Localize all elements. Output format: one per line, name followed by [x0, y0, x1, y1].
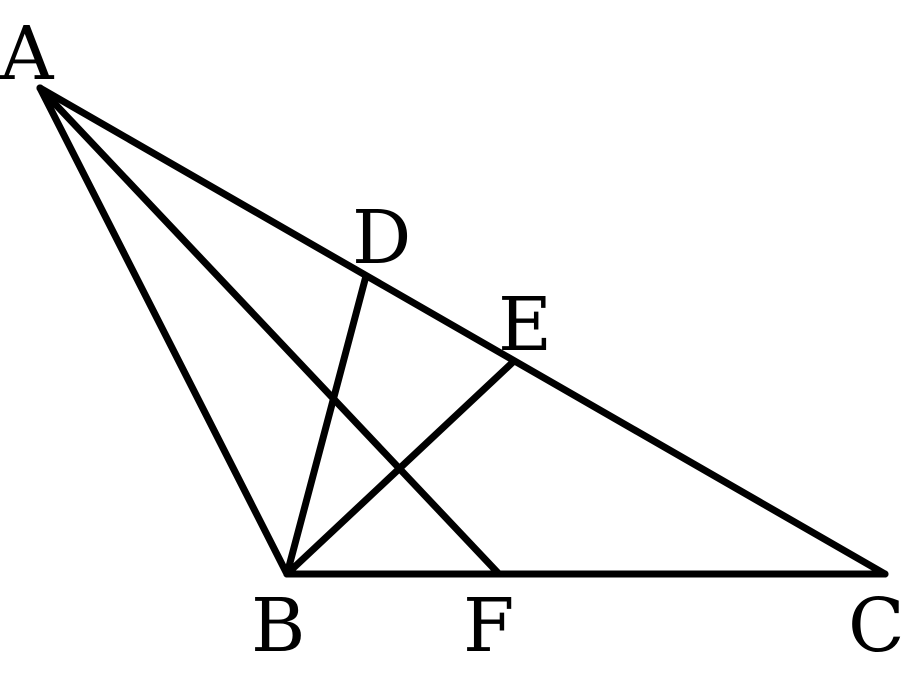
- segment-af: [36, 84, 503, 578]
- point-label-e: E: [498, 282, 552, 368]
- segment-ab: [36, 84, 291, 578]
- segment-be: [283, 358, 517, 578]
- point-label-b: B: [251, 583, 305, 669]
- point-label-d: D: [352, 195, 411, 281]
- segment-bd: [283, 272, 370, 578]
- segment-ac: [36, 84, 889, 578]
- point-label-f: F: [463, 583, 514, 669]
- point-label-c: C: [848, 583, 905, 669]
- point-label-a: A: [0, 11, 55, 97]
